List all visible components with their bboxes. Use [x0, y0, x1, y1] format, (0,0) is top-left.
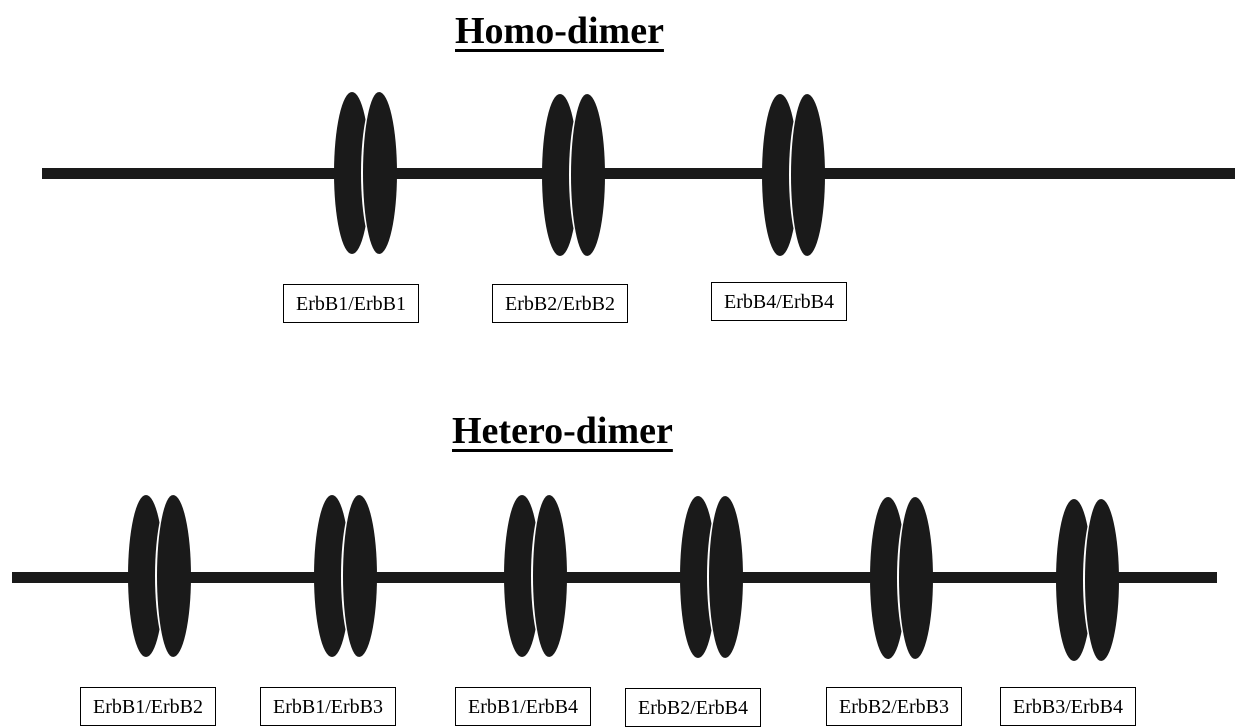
hetero-membrane-line	[12, 572, 1217, 583]
hetero-dimer-label-1: ErbB1/ErbB2	[80, 687, 216, 726]
hetero-dimer-receptor-1	[128, 495, 194, 657]
receptor-monomer-right	[569, 94, 605, 256]
receptor-monomer-right	[155, 495, 191, 657]
hetero-dimer-receptor-4	[680, 496, 746, 658]
hetero-dimer-receptor-2	[314, 495, 380, 657]
receptor-monomer-right	[707, 496, 743, 658]
hetero-dimer-label-4: ErbB2/ErbB4	[625, 688, 761, 727]
homo-dimer-label-1: ErbB1/ErbB1	[283, 284, 419, 323]
homo-dimer-title: Homo-dimer	[455, 10, 664, 52]
receptor-monomer-right	[361, 92, 397, 254]
homo-dimer-receptor-3	[762, 94, 828, 256]
homo-dimer-label-3: ErbB4/ErbB4	[711, 282, 847, 321]
receptor-monomer-right	[1083, 499, 1119, 661]
hetero-dimer-receptor-6	[1056, 499, 1122, 661]
hetero-dimer-receptor-3	[504, 495, 570, 657]
receptor-monomer-right	[897, 497, 933, 659]
hetero-dimer-label-5: ErbB2/ErbB3	[826, 687, 962, 726]
hetero-dimer-label-2: ErbB1/ErbB3	[260, 687, 396, 726]
hetero-dimer-label-6: ErbB3/ErbB4	[1000, 687, 1136, 726]
homo-dimer-receptor-1	[334, 92, 400, 254]
homo-dimer-receptor-2	[542, 94, 608, 256]
hetero-dimer-title: Hetero-dimer	[452, 410, 673, 452]
homo-dimer-label-2: ErbB2/ErbB2	[492, 284, 628, 323]
receptor-monomer-right	[789, 94, 825, 256]
hetero-dimer-receptor-5	[870, 497, 936, 659]
receptor-monomer-right	[341, 495, 377, 657]
receptor-monomer-right	[531, 495, 567, 657]
homo-membrane-line	[42, 168, 1235, 179]
hetero-dimer-label-3: ErbB1/ErbB4	[455, 687, 591, 726]
